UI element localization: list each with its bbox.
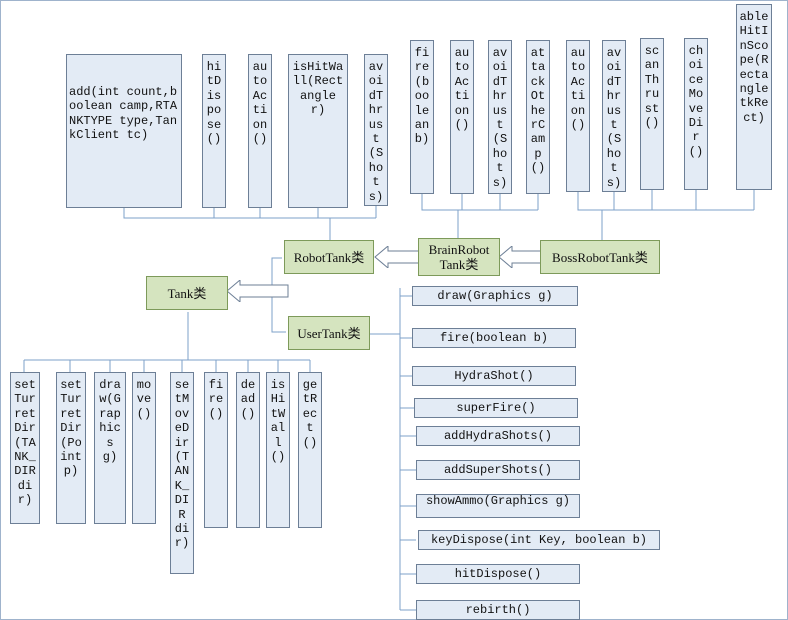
method-user-rebirth: rebirth() xyxy=(416,600,580,620)
class-brainrobottank: BrainRobot Tank类 xyxy=(418,238,500,276)
method-robot-add: add(int count,boolean camp,RTANKTYPE typ… xyxy=(66,54,182,208)
method-boss-choicemovedir: choiceMoveDir() xyxy=(684,38,708,190)
method-robot-avoidthrust: avoidThrust(Shots) xyxy=(364,54,388,206)
inheritance-arrow-boss-to-brain xyxy=(498,246,544,268)
method-tank-move: move() xyxy=(132,372,156,524)
class-tank: Tank类 xyxy=(146,276,228,310)
method-user-superfire: superFire() xyxy=(414,398,578,418)
class-bossrobottank: BossRobotTank类 xyxy=(540,240,660,274)
method-boss-scanthrust: scanThrust() xyxy=(640,38,664,190)
method-brain-fire: fire(boolean b) xyxy=(410,40,434,194)
class-usertank: UserTank类 xyxy=(288,316,370,350)
method-boss-ablehitinscope: ableHitInScope(RectangletkRect) xyxy=(736,4,772,190)
method-user-addsupershots: addSuperShots() xyxy=(416,460,580,480)
method-tank-setturretdir-dir: setTurretDir(TANK_DIR dir) xyxy=(10,372,40,524)
method-user-showammo: showAmmo(Graphics g) xyxy=(416,494,580,518)
method-robot-autoaction: autoAction() xyxy=(248,54,272,208)
method-tank-fire: fire() xyxy=(204,372,228,528)
method-user-fire: fire(boolean b) xyxy=(412,328,576,348)
method-tank-setturretdir-point: setTurretDir(Point p) xyxy=(56,372,86,524)
method-tank-setmovedir: setMoveDir(TANK_DIR dir) xyxy=(170,372,194,574)
method-brain-avoidthrust: avoidThrust(Shots) xyxy=(488,40,512,194)
class-robottank: RobotTank类 xyxy=(284,240,374,274)
inheritance-arrow-robot-to-tank xyxy=(226,280,289,302)
method-boss-autoaction: autoAction() xyxy=(566,40,590,192)
method-user-hitdispose: hitDispose() xyxy=(416,564,580,584)
method-tank-ishitwall: isHitWall() xyxy=(266,372,290,528)
method-boss-avoidthrust: avoidThrust(Shots) xyxy=(602,40,626,192)
method-user-hydrashot: HydraShot() xyxy=(412,366,576,386)
method-tank-dead: dead() xyxy=(236,372,260,528)
method-robot-hitdispose: hitDispose() xyxy=(202,54,226,208)
method-user-addhydrashots: addHydraShots() xyxy=(416,426,580,446)
method-brain-autoaction: autoAction() xyxy=(450,40,474,194)
method-tank-getrect: getRect() xyxy=(298,372,322,528)
method-user-draw: draw(Graphics g) xyxy=(412,286,578,306)
method-brain-attackothercamp: attackOtherCamp() xyxy=(526,40,550,194)
inheritance-arrow-brain-to-robot xyxy=(374,246,420,268)
method-tank-draw: draw(Graphics g) xyxy=(94,372,126,524)
method-user-keydispose: keyDispose(int Key, boolean b) xyxy=(418,530,660,550)
method-robot-ishitwall: isHitWall(Rectangle r) xyxy=(288,54,348,208)
